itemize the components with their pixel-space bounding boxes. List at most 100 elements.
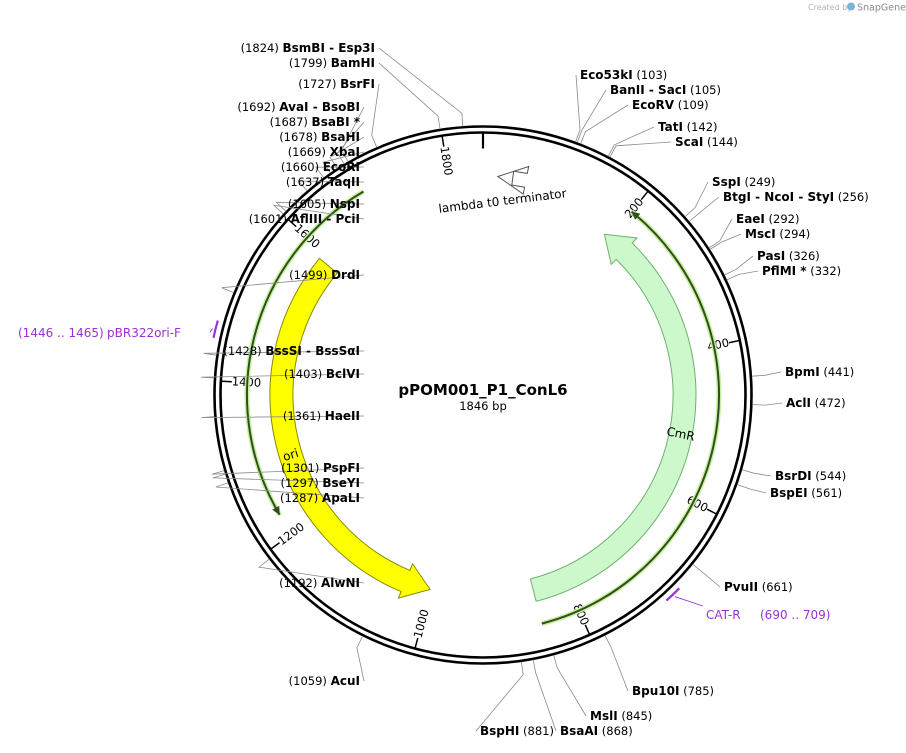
- site-leader-line: [201, 373, 365, 379]
- site-position: (845): [618, 709, 653, 723]
- site-leader-line: [201, 415, 365, 418]
- site-position: (472): [811, 396, 846, 410]
- feature-ori: [269, 257, 431, 599]
- site-bpmi[interactable]: BpmI (441): [751, 365, 855, 379]
- site-label: (1687) BsaBI *: [270, 115, 361, 129]
- site-apali[interactable]: (1287) ApaLI: [215, 482, 365, 505]
- site-position: (661): [758, 580, 793, 594]
- site-label: (1692) AvaI - BsoBI: [237, 100, 360, 114]
- site-position: (1727): [298, 77, 340, 91]
- site-btgi[interactable]: BtgI - NcoI - StyI (256): [688, 190, 869, 222]
- site-name: BtgI: [723, 190, 751, 204]
- site-bseyi[interactable]: (1297) BseYI: [212, 473, 365, 490]
- site-name: BsmBI: [283, 41, 325, 55]
- primer-cat-r[interactable]: CAT-R(690 .. 709): [665, 587, 830, 622]
- site-acli[interactable]: AclI (472): [752, 396, 846, 410]
- credit-brand: SnapGene: [857, 3, 906, 14]
- site-label: BsrDI (544): [775, 469, 846, 483]
- site-name: BspHI: [480, 724, 519, 738]
- site-eaei[interactable]: EaeI (292): [708, 212, 800, 249]
- site-label: MscI (294): [745, 227, 810, 241]
- site-position: (1605): [288, 197, 330, 211]
- site-name: BseYI: [322, 476, 360, 490]
- site-bsmbi[interactable]: (1824) BsmBI - Esp3I: [241, 41, 464, 127]
- site-name: BssSI: [265, 344, 302, 358]
- site-bsphi[interactable]: BspHI (881): [475, 661, 554, 738]
- tick-mark-1800: [441, 136, 445, 147]
- site-name: PasI: [757, 249, 785, 263]
- site-sspi[interactable]: SspI (249): [684, 175, 776, 217]
- site-position: (1637): [286, 175, 328, 189]
- site-bsrfi[interactable]: (1727) BsrFI: [298, 77, 380, 148]
- site-afliii[interactable]: (1601) AflIII - PciI: [249, 204, 365, 226]
- backbone-rings: [213, 125, 753, 665]
- site-bsabi[interactable]: (1687) BsaBI *: [270, 115, 365, 165]
- site-bamhi[interactable]: (1799) BamHI: [289, 56, 441, 129]
- site-avai[interactable]: (1692) AvaI - BsoBI: [237, 100, 365, 162]
- plasmid-center-label: pPOM001_P1_ConL6 1846 bp: [398, 381, 567, 413]
- site-pspfi[interactable]: (1301) PspFI: [211, 461, 365, 475]
- site-banii[interactable]: BanII - SacI (105): [576, 83, 721, 143]
- site-position: (1601): [249, 212, 291, 226]
- site-pflmi[interactable]: PflMI * (332): [726, 264, 841, 281]
- site-ecorv[interactable]: EcoRV (109): [580, 98, 709, 144]
- site-pasi[interactable]: PasI (326): [724, 249, 820, 276]
- snapgene-logo-icon: [847, 2, 855, 11]
- site-acui[interactable]: (1059) AcuI: [289, 635, 365, 688]
- site-position: (1687): [270, 115, 312, 129]
- primer-arc: [665, 587, 681, 602]
- site-bsahi[interactable]: (1678) BsaHI: [279, 130, 365, 169]
- site-eco53ki[interactable]: Eco53kI (103): [575, 68, 668, 143]
- tick-mark-1400: [221, 380, 232, 383]
- site-drdi[interactable]: (1499) DrdI: [221, 268, 365, 293]
- site-xbai[interactable]: (1669) XbaI: [288, 145, 365, 174]
- site-label: (1287) ApaLI: [280, 491, 360, 505]
- site-name: BamHI: [331, 56, 375, 70]
- site-label: (1192) AlwNI: [279, 576, 360, 590]
- site-nspi[interactable]: (1605) NspI: [275, 197, 365, 212]
- primer-sites: (1446 .. 1465)pBR322ori-F CAT-R(690 .. 70…: [18, 320, 830, 622]
- site-bspei[interactable]: BspEI (561): [737, 484, 842, 501]
- site-position: (105): [686, 83, 721, 97]
- site-alwni[interactable]: (1192) AlwNI: [258, 558, 365, 590]
- site-ecori[interactable]: (1660) EcoRI: [281, 160, 365, 178]
- site-position: (256): [834, 190, 869, 204]
- site-leader-line: [371, 83, 380, 148]
- primer-pbr322ori-f[interactable]: (1446 .. 1465)pBR322ori-F: [18, 320, 219, 341]
- site-leader-line: [741, 469, 772, 477]
- site-leader-line: [580, 104, 629, 144]
- site-leader-line: [475, 661, 524, 732]
- site-name: EcoRI: [323, 160, 360, 174]
- site-msli[interactable]: MslI (845): [553, 654, 653, 723]
- primer-name: CAT-R: [706, 608, 741, 622]
- site-position: (1669): [288, 145, 330, 159]
- site-bsaai[interactable]: BsaAI (868): [532, 659, 633, 738]
- site-label: PasI (326): [757, 249, 820, 263]
- site-position: (249): [741, 175, 776, 189]
- site-leader-line: [322, 151, 365, 174]
- site-leader-line: [258, 558, 365, 584]
- site-position: (1192): [279, 576, 321, 590]
- site-name: PvuII: [724, 580, 758, 594]
- site-leader-line: [737, 484, 767, 494]
- site-name: AflIII: [291, 212, 323, 226]
- site-haeii[interactable]: (1361) HaeII: [201, 409, 365, 423]
- site-label: TatI (142): [658, 120, 718, 134]
- site-name: EaeI: [736, 212, 765, 226]
- site-scai[interactable]: ScaI (144): [609, 135, 738, 158]
- site-pvuii[interactable]: PvuII (661): [692, 563, 793, 594]
- site-msci[interactable]: MscI (294): [709, 227, 810, 250]
- site-leader-line: [752, 402, 783, 406]
- site-label: (1678) BsaHI: [279, 130, 360, 144]
- site-bpu10i[interactable]: Bpu10I (785): [604, 635, 714, 698]
- site-label: (1499) DrdI: [289, 268, 360, 282]
- site-isoschizomer: - Esp3I: [325, 41, 375, 55]
- orf-arc-1: [541, 210, 720, 625]
- tick-mark-800: [584, 624, 590, 635]
- site-bclvi[interactable]: (1403) BclVI: [201, 367, 365, 381]
- site-bsrdi[interactable]: BsrDI (544): [741, 469, 846, 483]
- site-position: (103): [633, 68, 668, 82]
- site-bsssi[interactable]: (1428) BssSI - BssSαI: [203, 344, 365, 358]
- site-taqii[interactable]: (1637) TaqII: [286, 175, 365, 192]
- site-tati[interactable]: TatI (142): [607, 120, 718, 157]
